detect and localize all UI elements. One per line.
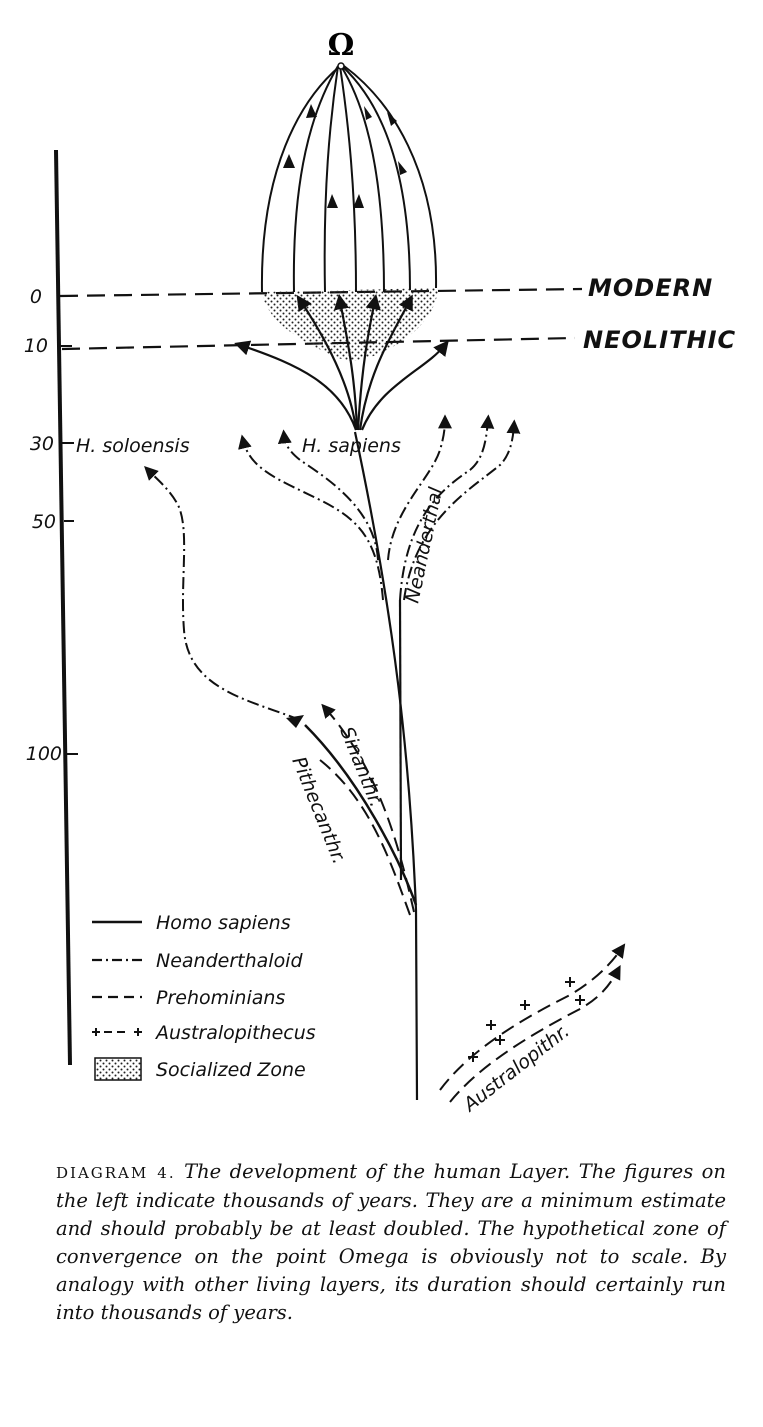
label-h-soloensis: H. soloensis bbox=[76, 435, 190, 457]
label-h-sapiens: H. sapiens bbox=[302, 435, 401, 457]
modern-line bbox=[59, 287, 583, 298]
omega-convergence bbox=[260, 65, 438, 293]
time-scale-labels: 0 10 30 50 100 bbox=[24, 286, 62, 765]
legend-label-australopithecus: Australopithecus bbox=[154, 1022, 316, 1044]
pithecanthr-arrow bbox=[286, 715, 304, 728]
australopithecus-branches bbox=[439, 943, 626, 1103]
tick-label: 30 bbox=[30, 433, 54, 455]
legend-swatch-socialized-zone bbox=[94, 1057, 142, 1081]
tick-label: 0 bbox=[30, 286, 42, 308]
legend: Homo sapiens Neanderthaloid Prehominians… bbox=[92, 912, 316, 1081]
time-scale bbox=[54, 149, 78, 1066]
legend-label-socialized-zone: Socialized Zone bbox=[156, 1059, 306, 1081]
omega-symbol: Ω bbox=[328, 28, 355, 63]
diagram-caption: DIAGRAM 4. The development of the human … bbox=[56, 1158, 726, 1327]
neanderthaloid-branches bbox=[238, 414, 521, 601]
omega-point bbox=[337, 62, 345, 70]
label-pithecanthr: Pithecanthr. bbox=[287, 754, 350, 868]
caption-tag: DIAGRAM 4. bbox=[56, 1164, 176, 1182]
legend-label-prehominians: Prehominians bbox=[156, 987, 285, 1009]
legend-label-neanderthaloid: Neanderthaloid bbox=[156, 950, 303, 972]
era-neolithic: NEOLITHIC bbox=[583, 326, 736, 354]
legend-swatch-australopithecus bbox=[92, 1028, 142, 1036]
neanderthal-stem bbox=[398, 599, 403, 881]
homo-sapiens-branches bbox=[234, 293, 449, 1101]
era-modern: MODERN bbox=[588, 274, 713, 302]
time-axis bbox=[54, 149, 72, 1066]
caption-text: The development of the human Layer. The … bbox=[56, 1160, 726, 1324]
australopithecus-crosses bbox=[468, 977, 585, 1062]
label-australopithr: Australopithr. bbox=[458, 1020, 574, 1117]
human-layer-diagram: Ω 0 10 30 50 100 MODERN NEOLITHIC bbox=[24, 28, 736, 1117]
tick-label: 100 bbox=[26, 743, 62, 765]
legend-label-homo-sapiens: Homo sapiens bbox=[156, 912, 291, 934]
prehominian-branches bbox=[319, 703, 415, 916]
convergence-arrows bbox=[283, 104, 407, 208]
tick-label: 10 bbox=[24, 335, 48, 357]
tick-label: 50 bbox=[32, 511, 56, 533]
soloensis-branch bbox=[144, 466, 301, 721]
